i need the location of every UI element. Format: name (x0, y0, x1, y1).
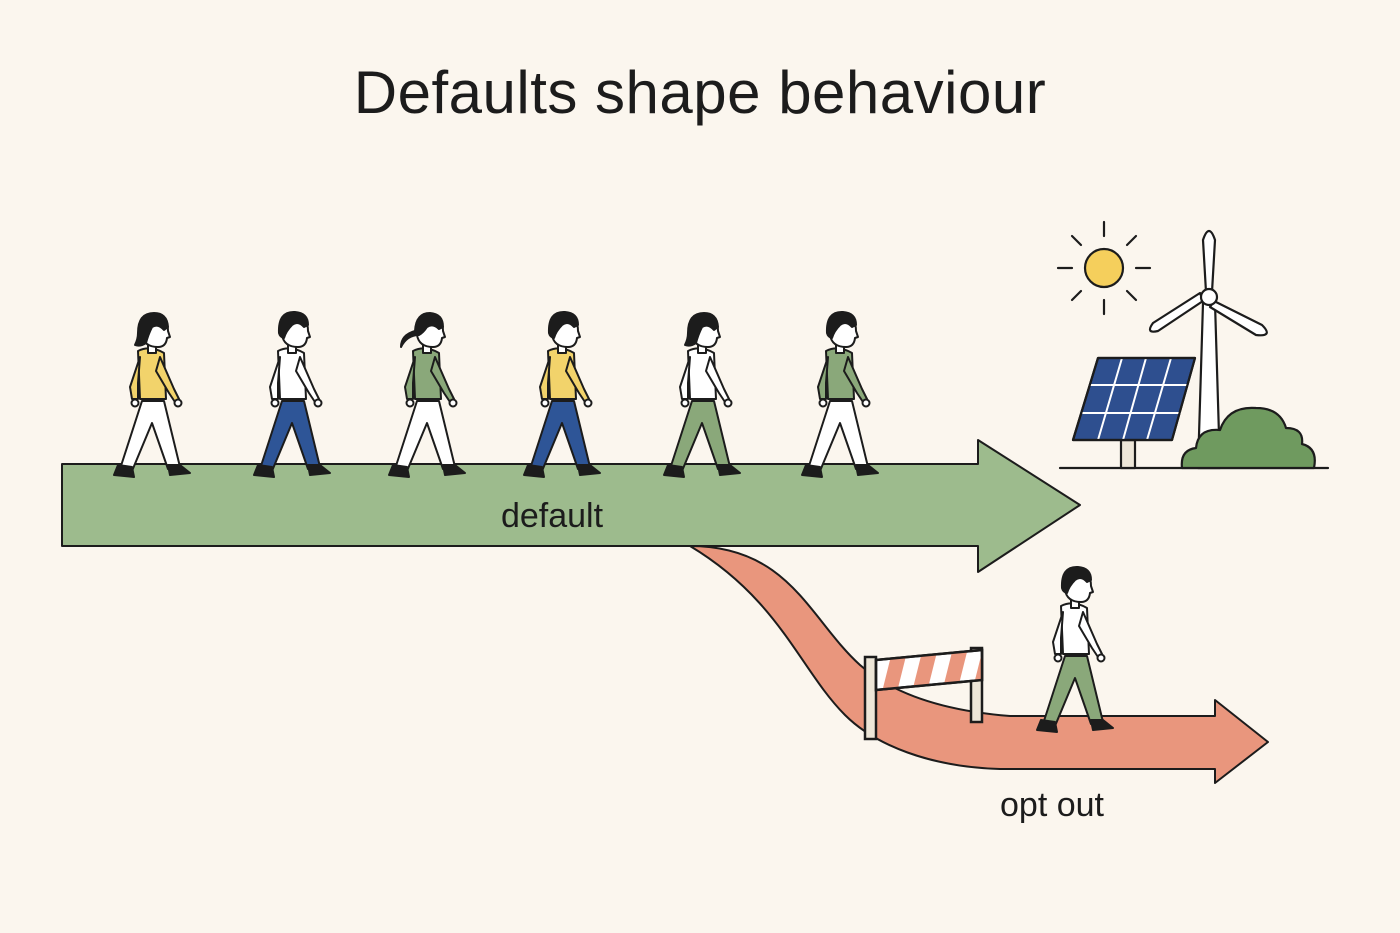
walker-6 (801, 310, 879, 478)
walker-2 (253, 310, 331, 478)
diagram-title: Defaults shape behaviour (353, 59, 1047, 126)
walker-4 (523, 310, 601, 478)
walkers-group (113, 310, 1114, 733)
default-path-label: default (501, 497, 604, 535)
opt-out-arrow (689, 545, 1269, 784)
opt-out-path-label: opt out (1000, 786, 1105, 824)
walker-5 (663, 312, 741, 478)
solar-panel-icon (1071, 356, 1197, 470)
walker-1 (113, 312, 191, 478)
bush-icon (1180, 406, 1316, 470)
sun-icon (1056, 220, 1152, 316)
opt-out-path (689, 545, 1269, 784)
walker-3 (388, 312, 466, 478)
opt-out-walker (1036, 565, 1114, 733)
renewables-scene (1056, 220, 1330, 470)
